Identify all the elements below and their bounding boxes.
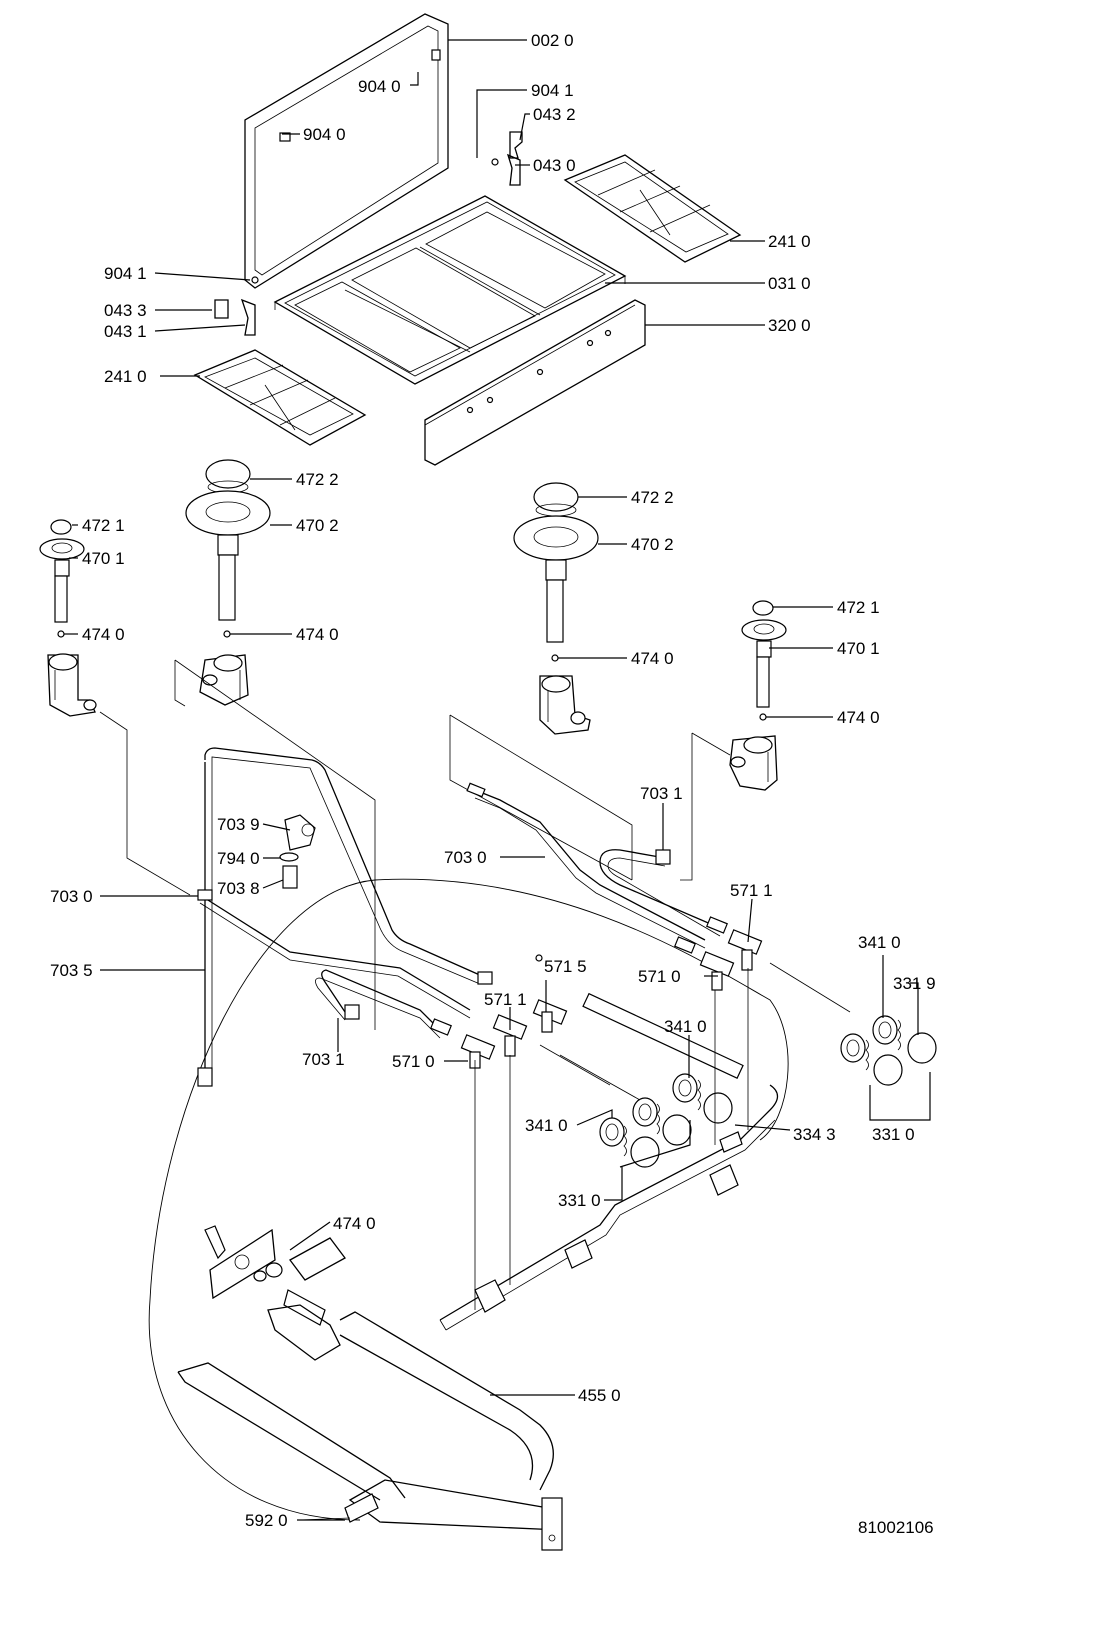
label-043-0: 043 0: [533, 156, 576, 175]
label-331-0: 331 0: [558, 1191, 601, 1210]
label-043-3: 043 3: [104, 301, 147, 320]
pan-support-right-part: [563, 154, 742, 263]
gas-pipes: [199, 747, 721, 1075]
label-904-1: 904 1: [531, 81, 574, 100]
label-474-0: 474 0: [333, 1214, 376, 1233]
label-470-2: 470 2: [296, 516, 339, 535]
lid-part: [244, 13, 449, 289]
label-571-0: 571 0: [638, 967, 681, 986]
pan-support-left-part: [193, 349, 367, 446]
label-334-3: 334 3: [793, 1125, 836, 1144]
label-571-1: 571 1: [730, 881, 773, 900]
diagram-id: 81002106: [858, 1518, 934, 1537]
label-474-0: 474 0: [837, 708, 880, 727]
label-794-0: 794 0: [217, 849, 260, 868]
label-472-1: 472 1: [837, 598, 880, 617]
label-331-9: 331 9: [893, 974, 936, 993]
label-472-2: 472 2: [296, 470, 339, 489]
label-703-0: 703 0: [444, 848, 487, 867]
label-331-0: 331 0: [872, 1125, 915, 1144]
assembly-guide-lines: [99, 659, 851, 1521]
label-341-0: 341 0: [858, 933, 901, 952]
burner-small-right: [741, 600, 787, 721]
label-703-1: 703 1: [302, 1050, 345, 1069]
leader-lines: [64, 39, 931, 1521]
label-043-1: 043 1: [104, 322, 147, 341]
label-474-0: 474 0: [296, 625, 339, 644]
label-571-1: 571 1: [484, 990, 527, 1009]
fittings-and-valves: [197, 782, 763, 1087]
label-470-1: 470 1: [82, 549, 125, 568]
knobs-and-springs: [599, 1015, 937, 1168]
label-904-0: 904 0: [358, 77, 401, 96]
part-labels: 002 0 904 0 904 0 904 1 043 2 043 0 241 …: [50, 31, 936, 1537]
hinge-parts: [214, 131, 523, 336]
label-472-1: 472 1: [82, 516, 125, 535]
label-474-0: 474 0: [82, 625, 125, 644]
label-455-0: 455 0: [578, 1386, 621, 1405]
label-703-5: 703 5: [50, 961, 93, 980]
label-904-1: 904 1: [104, 264, 147, 283]
label-571-5: 571 5: [544, 957, 587, 976]
label-241-0: 241 0: [104, 367, 147, 386]
label-703-0: 703 0: [50, 887, 93, 906]
label-592-0: 592 0: [245, 1511, 288, 1530]
label-031-0: 031 0: [768, 274, 811, 293]
label-043-2: 043 2: [533, 105, 576, 124]
label-341-0: 341 0: [664, 1017, 707, 1036]
label-002-0: 002 0: [531, 31, 574, 50]
hob-top-part: [273, 195, 627, 385]
oven-burner-part: [177, 1225, 563, 1551]
label-470-2: 470 2: [631, 535, 674, 554]
burner-bases: [47, 653, 778, 791]
manifold-frame-part: [439, 968, 779, 1331]
burner-small-left: [39, 519, 85, 638]
label-571-0: 571 0: [392, 1052, 435, 1071]
label-241-0: 241 0: [768, 232, 811, 251]
label-472-2: 472 2: [631, 488, 674, 507]
label-703-9: 703 9: [217, 815, 260, 834]
burner-large-left: [185, 459, 271, 638]
label-703-8: 703 8: [217, 879, 260, 898]
label-341-0: 341 0: [525, 1116, 568, 1135]
label-320-0: 320 0: [768, 316, 811, 335]
label-474-0: 474 0: [631, 649, 674, 668]
burner-large-centre: [513, 482, 599, 662]
label-470-1: 470 1: [837, 639, 880, 658]
label-904-0: 904 0: [303, 125, 346, 144]
label-703-1: 703 1: [640, 784, 683, 803]
control-panel-part: [424, 299, 646, 466]
